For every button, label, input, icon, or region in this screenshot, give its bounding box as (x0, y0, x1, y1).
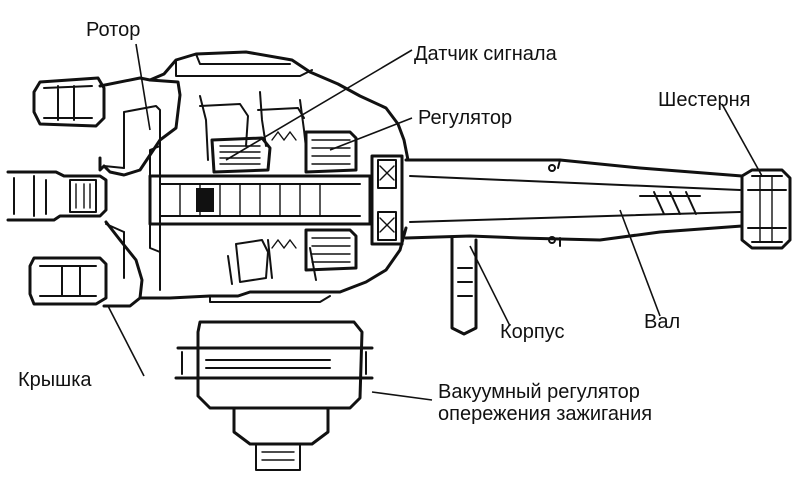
label-gear: Шестерня (658, 89, 751, 111)
label-rotor: Ротор (86, 19, 140, 41)
label-cover: Крышка (18, 369, 92, 391)
leader-lines (107, 43, 763, 401)
label-vacuum-line1: Вакуумный регулятор (438, 381, 640, 403)
label-regulator: Регулятор (418, 107, 512, 129)
label-signal-sensor: Датчик сигнала (414, 43, 558, 65)
shaft-bearing (370, 154, 404, 246)
label-housing: Корпус (500, 321, 565, 343)
shaft-housing (404, 158, 744, 336)
rotor-spindle (148, 145, 372, 253)
drive-gear (740, 168, 792, 250)
vacuum-advance-unit (174, 320, 374, 471)
label-shaft: Вал (644, 311, 680, 333)
label-vacuum-line2: опережения зажигания (438, 403, 652, 425)
distributor-cap (6, 76, 182, 308)
